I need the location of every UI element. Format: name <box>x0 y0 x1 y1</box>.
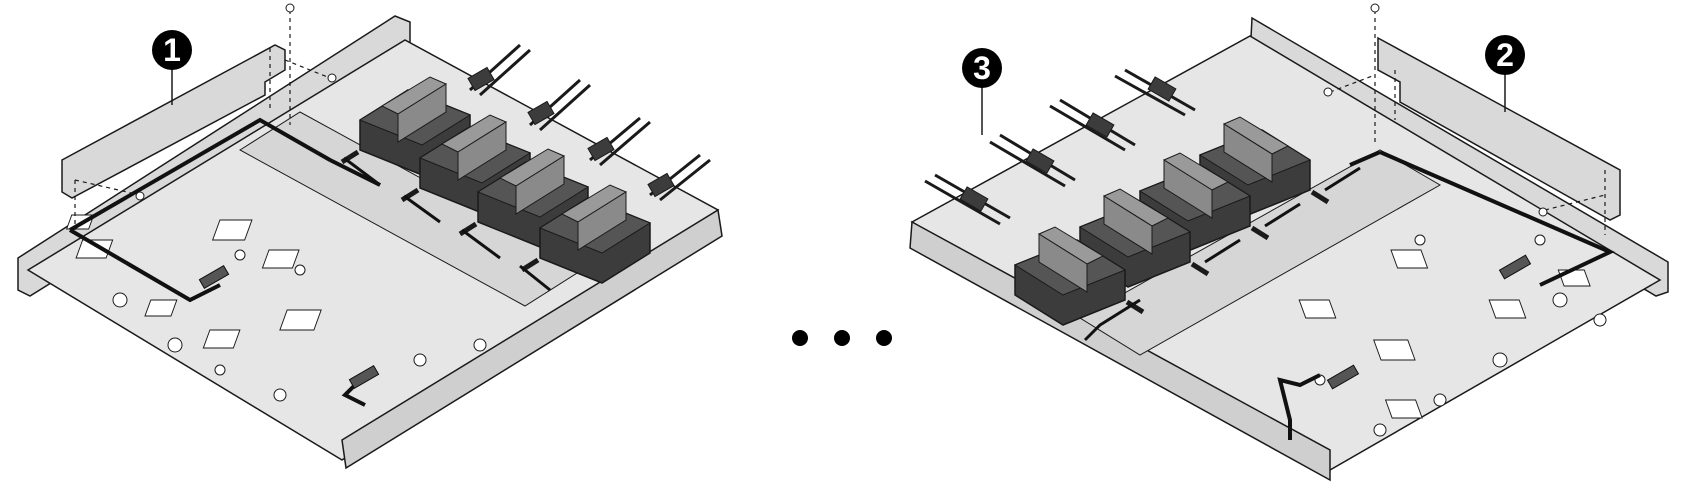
screw-icon <box>135 3 337 201</box>
callout-1: 1 <box>152 30 192 105</box>
right-bracket <box>1377 36 1621 221</box>
left-tray-front-rail <box>341 208 723 470</box>
ellipsis-dots <box>792 330 892 346</box>
right-tray-connector-b <box>1326 364 1360 390</box>
svg-text:3: 3 <box>973 50 991 86</box>
left-tray-cable <box>68 117 381 407</box>
screw-icon <box>1323 3 1548 217</box>
right-tray-channel <box>1079 149 1442 356</box>
right-tray: 2 3 <box>909 3 1669 482</box>
callout-2: 2 <box>1485 35 1525 112</box>
right-screw-guides <box>1329 10 1606 235</box>
left-psu-stack <box>342 43 711 292</box>
callout-3: 3 <box>962 48 1002 135</box>
svg-text:1: 1 <box>163 32 181 68</box>
left-screw-guides <box>74 10 331 230</box>
left-bracket <box>61 44 286 199</box>
left-tray: 1 <box>17 3 723 470</box>
left-tray-connector-a <box>198 264 230 290</box>
svg-text:2: 2 <box>1496 37 1514 73</box>
right-tray-connector-a <box>1498 254 1532 280</box>
right-psu-stack <box>924 68 1361 342</box>
right-tray-cable <box>1277 150 1615 440</box>
left-tray-connector-b <box>348 364 380 390</box>
left-tray-cutouts <box>65 214 487 402</box>
